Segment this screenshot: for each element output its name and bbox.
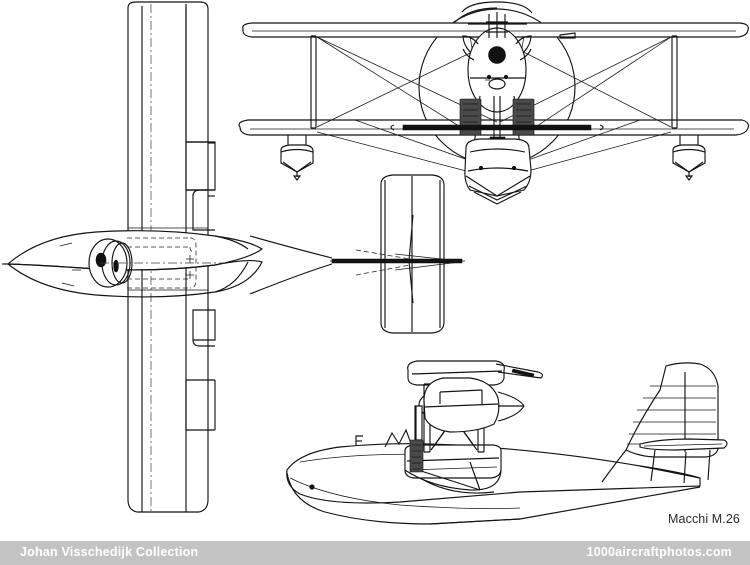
- drawing-caption: Macchi M.26: [668, 512, 740, 526]
- footer-bar: Johan Visschedijk Collection 1000aircraf…: [0, 541, 750, 565]
- side-view: [286, 360, 728, 525]
- front-view: [238, 1, 749, 205]
- plan-view: [2, 1, 263, 513]
- site-credit: 1000aircraftphotos.com: [586, 545, 732, 559]
- wingtip-float-right: [672, 135, 706, 181]
- technical-drawing: [2, 1, 749, 525]
- collection-credit: Johan Visschedijk Collection: [20, 545, 199, 559]
- three-view-drawing-svg: [2, 1, 749, 525]
- rear-view: [249, 174, 465, 334]
- wingtip-float-left: [280, 135, 314, 181]
